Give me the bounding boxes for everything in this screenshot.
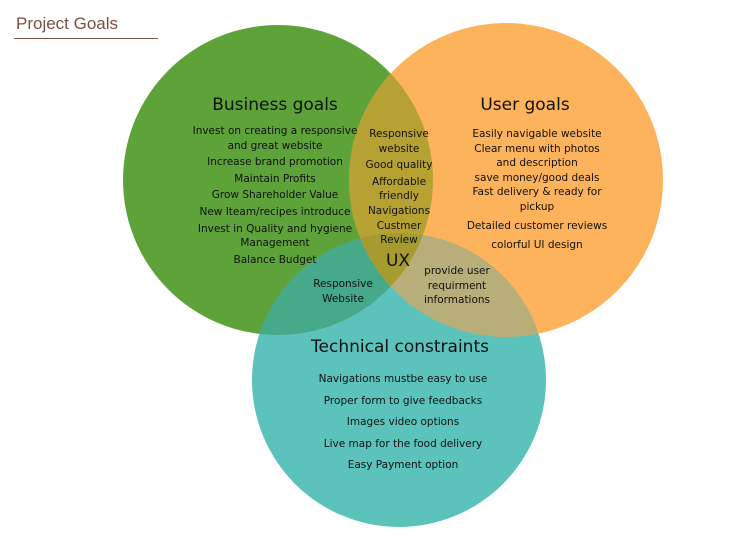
list-item: informations bbox=[423, 294, 491, 307]
list-item: Easily navigable website bbox=[472, 128, 602, 140]
list-item: Easy Payment option bbox=[347, 459, 459, 472]
list-item: Affordable bbox=[371, 175, 427, 188]
list-item: colorful UI design bbox=[491, 239, 583, 252]
list-item: Navigations bbox=[367, 204, 431, 217]
list-item: Management bbox=[240, 237, 310, 250]
business-goals-heading: Business goals bbox=[212, 95, 338, 115]
user-goals-heading: User goals bbox=[480, 95, 570, 115]
list-item: provide user bbox=[424, 265, 490, 277]
technical-constraints-list: Navigations mustbe easy to use Proper fo… bbox=[298, 372, 508, 473]
list-item: Fast delivery & ready for bbox=[472, 186, 602, 199]
title-underline bbox=[14, 38, 158, 39]
technical-constraints-heading: Technical constraints bbox=[311, 337, 489, 357]
list-item: Balance Budget bbox=[233, 253, 317, 266]
list-item: Proper form to give feedbacks bbox=[323, 394, 483, 407]
list-item: Live map for the food delivery bbox=[323, 437, 483, 450]
list-item: pickup bbox=[519, 200, 555, 213]
list-item: Images video options bbox=[346, 416, 460, 429]
list-item: and description bbox=[496, 157, 578, 170]
list-item: Good quality bbox=[365, 159, 433, 172]
business-technical-overlap-list: Responsive Website bbox=[303, 277, 383, 306]
list-item: friendly bbox=[379, 190, 419, 203]
list-item: Review bbox=[380, 234, 418, 247]
list-item: Website bbox=[322, 292, 364, 305]
list-item: Responsive bbox=[369, 128, 429, 140]
user-technical-overlap bbox=[349, 233, 546, 337]
user-technical-overlap-list: provide user requirment informations bbox=[412, 264, 502, 308]
list-item: Navigations mustbe easy to use bbox=[318, 373, 488, 385]
business-technical-overlap bbox=[252, 233, 433, 335]
business-user-overlap-list: Responsive website Good quality Affordab… bbox=[355, 127, 443, 248]
list-item: New Iteam/recipes introduce bbox=[199, 205, 351, 218]
list-item: Responsive bbox=[313, 278, 373, 290]
list-item: Grow Shareholder Value bbox=[211, 189, 339, 202]
list-item: Invest in Quality and hygiene bbox=[197, 222, 353, 235]
list-item: and great website bbox=[227, 139, 323, 152]
list-item: Maintain Profits bbox=[234, 172, 316, 185]
list-item: Detailed customer reviews bbox=[466, 219, 608, 232]
list-item: requirment bbox=[427, 279, 487, 292]
list-item: Clear menu with photos bbox=[474, 142, 600, 155]
page-title: Project Goals bbox=[16, 14, 119, 33]
list-item: website bbox=[378, 142, 420, 155]
list-item: Invest on creating a responsive bbox=[192, 125, 358, 137]
ux-center-label: UX bbox=[385, 251, 411, 271]
list-item: save money/good deals bbox=[474, 171, 600, 184]
business-goals-list: Invest on creating a responsive and grea… bbox=[180, 124, 370, 267]
user-goals-list: Easily navigable website Clear menu with… bbox=[447, 127, 627, 253]
list-item: Custmer bbox=[376, 219, 422, 232]
list-item: Increase brand promotion bbox=[207, 156, 343, 169]
